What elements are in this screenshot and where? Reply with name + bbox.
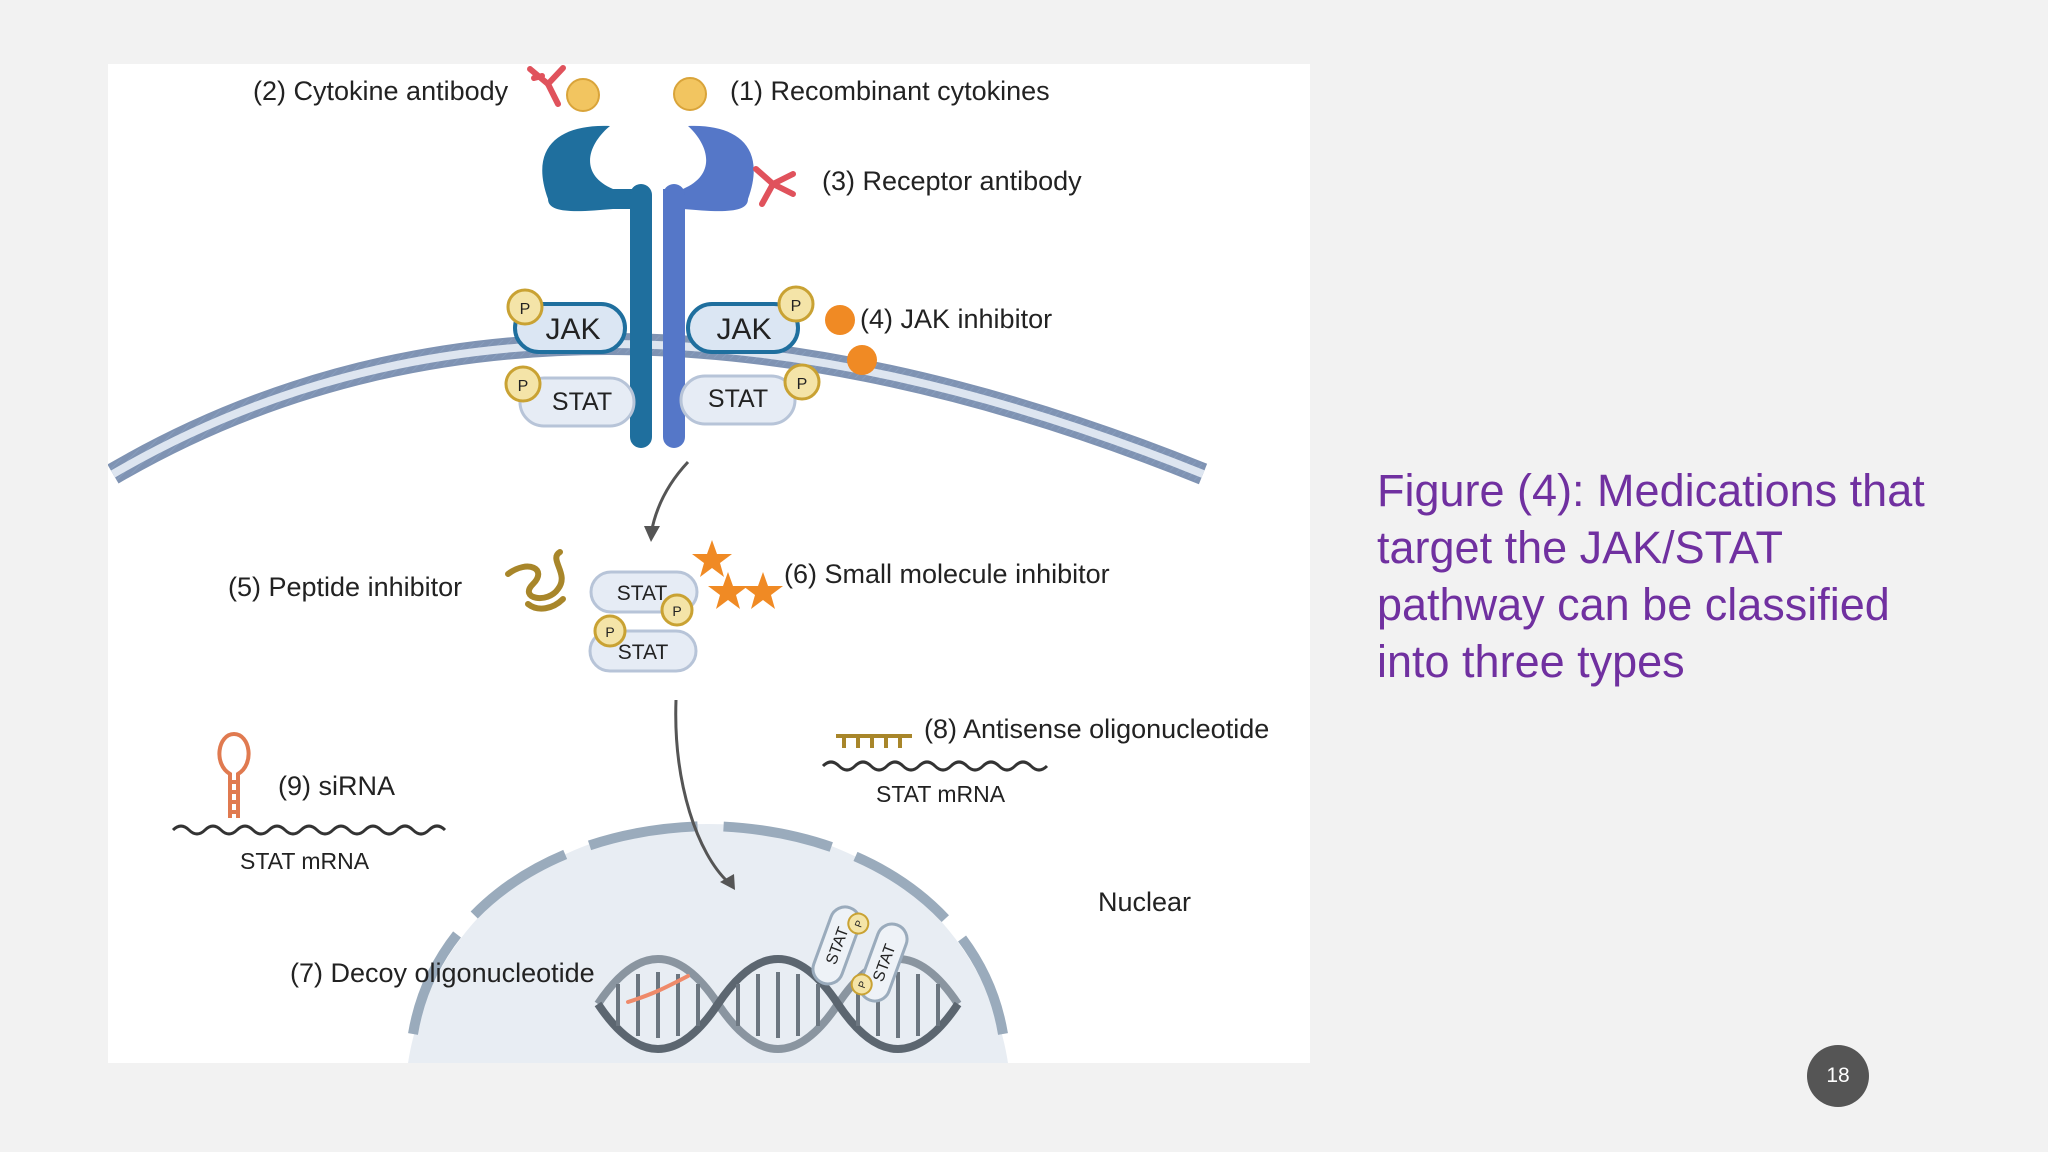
label-jak-inhibitor: (4) JAK inhibitor [860,304,1052,334]
svg-text:JAK: JAK [545,313,600,346]
antibody-icon [753,166,796,207]
svg-text:STAT: STAT [618,641,669,664]
small-molecule-icon [692,540,783,609]
label-nuclear: Nuclear [1098,887,1191,917]
cytokine-icon [673,77,707,111]
label-small-molecule-inhibitor: (6) Small molecule inhibitor [784,559,1110,589]
label-sirna: (9) siRNA [278,771,395,801]
decoy-oligo-icon [626,974,690,1004]
svg-text:P: P [518,378,529,395]
arrow-icon [674,699,730,884]
mrna-strand [821,760,1049,772]
svg-text:STAT: STAT [617,582,668,605]
svg-text:P: P [797,376,808,393]
stat-left: STAT [518,376,636,428]
figure-caption: Figure (4): Medications that target the … [1377,465,1925,687]
stat-right: STAT [679,374,797,426]
receptor-left [542,125,652,448]
peptide-icon [505,549,566,612]
svg-text:P: P [605,624,614,640]
label-cytokine-antibody: (2) Cytokine antibody [253,76,509,106]
label-peptide-inhibitor: (5) Peptide inhibitor [228,572,462,602]
svg-text:STAT: STAT [552,388,612,416]
svg-text:P: P [791,298,802,315]
cytokine-icon [566,78,600,112]
jak-left: JAK [513,302,627,354]
stat-dimer: STAT STAT P P [588,570,699,673]
antisense-oligo-icon [836,734,912,748]
sirna-icon [217,731,251,818]
receptor-right [663,125,754,448]
nuclear-stat-dimer: STAT STAT P P [811,905,909,1003]
antibody-icon [527,65,566,107]
arrow-icon [644,526,660,542]
phosphate-group: P P P P [504,285,821,403]
arrow-icon [720,874,735,890]
jak-right: JAK [686,302,800,354]
svg-text:P: P [857,980,870,990]
svg-text:P: P [672,603,681,619]
slide-number-badge: 18 [1807,1045,1869,1107]
svg-text:P: P [520,301,531,318]
label-antisense-oligonucleotide: (8) Antisense oligonucleotide [924,714,1269,744]
label-stat-mrna-right: STAT mRNA [876,781,1006,807]
mrna-strand [171,824,447,836]
label-stat-mrna-left: STAT mRNA [240,848,370,874]
figure-panel: JAK STAT JAK STAT P P P P [108,64,1310,1063]
jak-stat-diagram: JAK STAT JAK STAT P P P P [108,65,1269,1063]
svg-text:P: P [853,919,866,929]
label-decoy-oligonucleotide: (7) Decoy oligonucleotide [290,958,595,988]
arrow-icon [649,460,690,535]
cell-membrane [108,333,1208,485]
label-recombinant-cytokines: (1) Recombinant cytokines [730,76,1050,106]
svg-text:JAK: JAK [716,313,771,346]
svg-text:STAT: STAT [708,385,768,413]
label-receptor-antibody: (3) Receptor antibody [822,166,1082,196]
jak-inhibitor-icon [825,305,877,375]
